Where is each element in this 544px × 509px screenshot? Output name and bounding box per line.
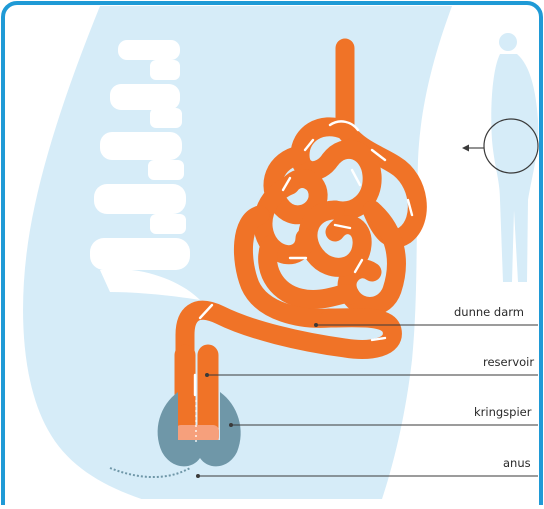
label-sphincter: kringspier — [474, 405, 531, 419]
label-reservoir: reservoir — [483, 355, 534, 369]
label-small-intestine: dunne darm — [454, 305, 524, 319]
label-anus: anus — [503, 456, 531, 470]
